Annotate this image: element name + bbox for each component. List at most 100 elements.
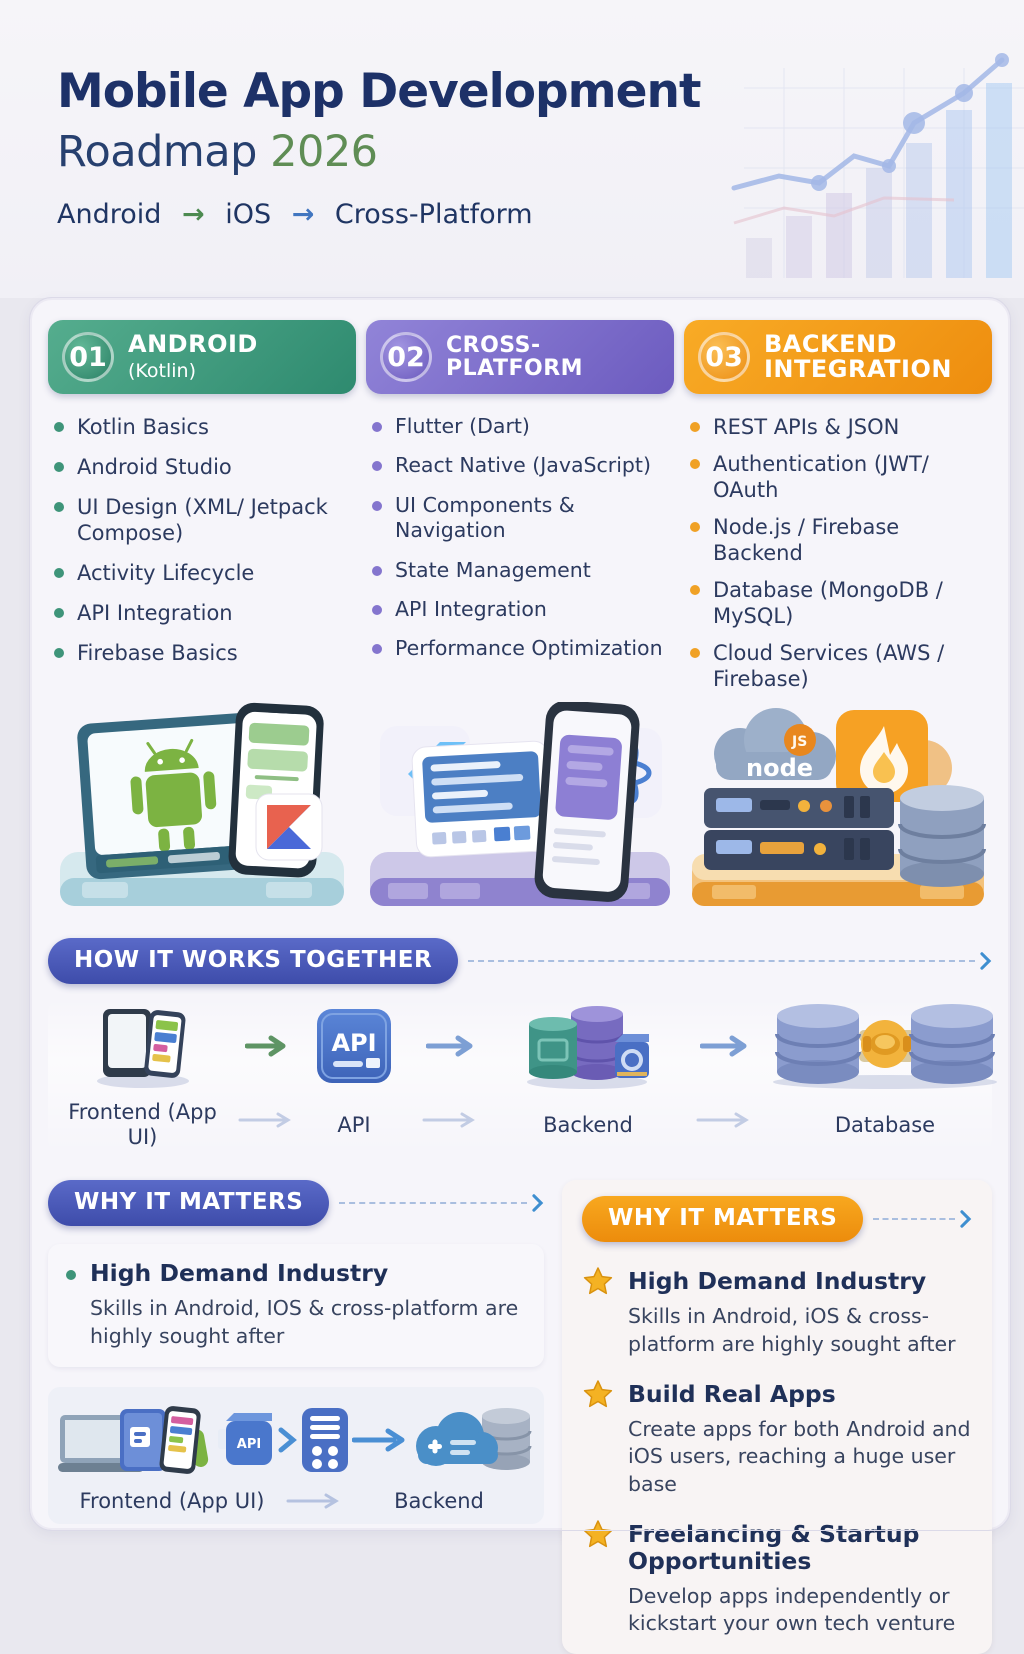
list-item: Database (MongoDB / MySQL) [690, 577, 988, 629]
mobile-devices-icon [50, 1003, 235, 1089]
arrow-icon: → [181, 199, 205, 230]
teal-db [529, 1017, 577, 1079]
list-item: Authentication (JWT/ OAuth [690, 451, 988, 503]
bullet-icon [690, 422, 700, 432]
chevron-right-icon [980, 952, 992, 970]
chevron-right-icon [960, 1210, 972, 1229]
star-icon [583, 1379, 613, 1407]
flow-label-api: API [337, 1112, 371, 1137]
flow-arrow-icon [352, 1428, 405, 1452]
why-item-description: Develop apps independently or kickstart … [628, 1583, 956, 1636]
column-backend-header: 03 BACKEND INTEGRATION [684, 320, 992, 394]
server-panel-icon [302, 1407, 348, 1472]
bullet-icon [54, 462, 64, 473]
star-icon [583, 1267, 613, 1295]
why-item: Freelancing & Startup Opportunities Deve… [582, 1519, 972, 1638]
learning-track: Android → iOS → Cross-Platform [57, 199, 1024, 230]
flow-label-frontend: Frontend (App UI) [68, 1100, 217, 1150]
crossplatform-illustration [366, 700, 674, 912]
database-cylinder [898, 785, 986, 887]
crossplatform-topics-list: Flutter (Dart) React Native (JavaScript)… [372, 414, 670, 662]
why-it-matters-left: WHY IT MATTERS High Demand Industry Skil… [48, 1180, 544, 1654]
page-subtitle: Roadmap 2026 [57, 127, 1024, 177]
why-item: High Demand Industry Skills in Android, … [66, 1260, 526, 1350]
svg-text:JS: JS [791, 734, 807, 750]
why-left-card: High Demand Industry Skills in Android, … [48, 1244, 544, 1367]
cloud-database-icon [416, 1407, 532, 1470]
star-icon [583, 1520, 613, 1547]
pipeline-flow: API [48, 998, 997, 1155]
column-title: CROSS-PLATFORM [446, 332, 584, 381]
bullet-icon [372, 565, 382, 576]
bullet-icon [690, 459, 700, 470]
list-item: UI Design (XML/ Jetpack Compose) [54, 494, 352, 546]
column-backend: 03 BACKEND INTEGRATION REST APIs & JSON … [684, 320, 992, 912]
bullet-icon [54, 422, 64, 432]
why-right-title: WHY IT MATTERS [582, 1196, 864, 1243]
flow-label-frontend: Frontend (App UI) [79, 1488, 265, 1513]
roadmap-columns: 01 ANDROID (Kotlin) Kotlin Basics Androi… [48, 320, 992, 912]
cloud [416, 1411, 498, 1466]
dashed-connector [873, 1210, 972, 1229]
page-title: Mobile App Development [57, 64, 701, 119]
list-item: Performance Optimization [372, 636, 670, 661]
track-step-ios: iOS [225, 199, 272, 230]
devices-cluster-icon [58, 1405, 209, 1474]
list-item: Kotlin Basics [54, 414, 352, 440]
why-item-description: Skills in Android, IOS & cross-platform … [90, 1296, 519, 1349]
bullet-icon [372, 461, 382, 472]
bullet-icon [372, 644, 382, 655]
why-item-heading: Freelancing & Startup Opportunities [628, 1519, 920, 1575]
list-item: Flutter (Dart) [372, 414, 670, 439]
decorative-growth-chart-icon [731, 53, 1024, 278]
light-arrow-icon [286, 1493, 339, 1509]
bullet-icon [372, 500, 382, 511]
bullet-icon [372, 605, 382, 616]
firebase-flame [836, 710, 952, 802]
list-item: API Integration [372, 597, 670, 622]
why-item-heading: High Demand Industry [90, 1259, 389, 1288]
why-item-heading: Build Real Apps [628, 1379, 836, 1408]
dashed-connector [468, 952, 992, 970]
why-it-matters-row: WHY IT MATTERS High Demand Industry Skil… [48, 1180, 992, 1654]
android-illustration [48, 702, 356, 912]
dashed-connector [339, 1194, 544, 1213]
column-subtitle: (Kotlin) [128, 359, 197, 382]
db-right [909, 1004, 995, 1084]
nodejs-cloud: node JS [714, 708, 836, 782]
svg-text:API: API [331, 1029, 376, 1057]
api-badge-icon: API [299, 1005, 409, 1087]
code-window [411, 740, 553, 858]
how-it-works-title: HOW IT WORKS TOGETHER [48, 938, 459, 984]
chevron-right-icon [532, 1194, 544, 1213]
column-title: ANDROID [128, 330, 258, 359]
db-left [775, 1004, 861, 1084]
track-step-android: Android [57, 199, 162, 230]
bullet-icon [372, 422, 382, 432]
step-number-badge: 01 [62, 332, 114, 382]
list-item: REST APIs & JSON [690, 414, 988, 440]
bullet-icon [54, 568, 64, 579]
svg-text:API: API [237, 1437, 261, 1452]
chevron-right-icon [278, 1427, 297, 1453]
purple-db [569, 1006, 625, 1080]
flow-arrow-icon [683, 1034, 767, 1058]
step-number-badge: 02 [380, 332, 432, 382]
svg-text:node: node [746, 754, 813, 782]
server-rack [704, 788, 894, 870]
list-item: Node.js / Firebase Backend [690, 514, 988, 566]
bullet-icon [690, 522, 700, 533]
content-panel: 01 ANDROID (Kotlin) Kotlin Basics Androi… [29, 297, 1011, 1654]
bullet-icon [690, 648, 700, 659]
flow-label-backend: Backend [394, 1488, 484, 1513]
flow-label-backend: Backend [543, 1112, 633, 1137]
api-cube-icon: API [218, 1412, 272, 1465]
list-item: UI Components & Navigation [372, 493, 670, 544]
flow-arrow-icon [235, 1034, 299, 1058]
column-android: 01 ANDROID (Kotlin) Kotlin Basics Androi… [48, 320, 356, 912]
server-stack-icon [493, 1002, 683, 1090]
why-item-heading: High Demand Industry [628, 1267, 927, 1296]
flow-arrow-icon [409, 1034, 493, 1058]
bullet-icon [66, 1270, 76, 1281]
frontend-backend-flow: API [48, 1386, 544, 1524]
